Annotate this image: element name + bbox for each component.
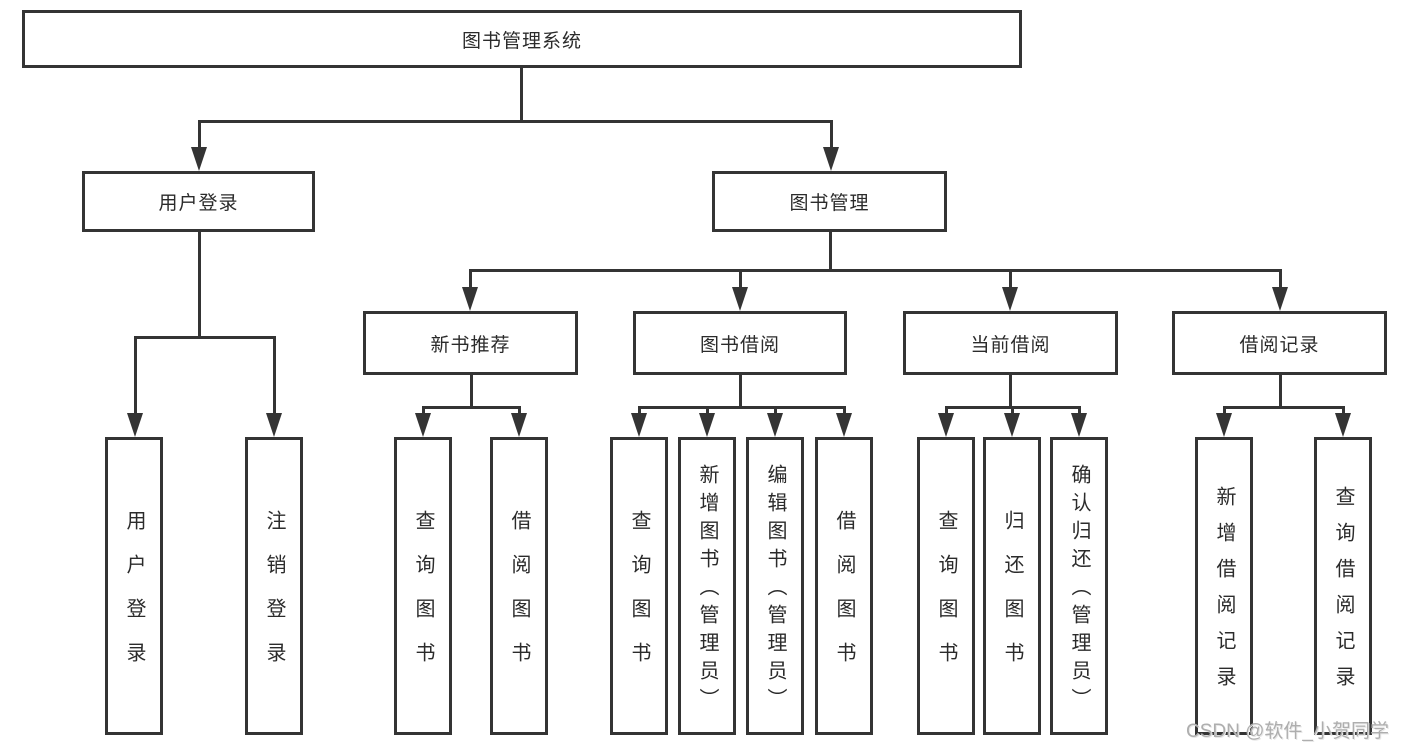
node-borrowing-records: 借阅记录 (1172, 311, 1387, 375)
leaf-label: 确认归还（管理员） (1068, 464, 1090, 716)
arrow-down-icon (191, 147, 207, 171)
connector-drop (944, 406, 948, 415)
connector-drop (272, 336, 276, 415)
leaf-add-borrow-record: 新增借阅记录 (1195, 437, 1253, 735)
leaf-label: 查询借阅记录 (1332, 486, 1354, 702)
connector-stem (519, 68, 523, 123)
arrow-down-icon (1071, 413, 1087, 437)
leaf-label: 查询图书 (628, 510, 650, 686)
connector-drop (705, 406, 709, 415)
connector-drop (773, 406, 777, 415)
connector-stem (1278, 375, 1282, 409)
leaf-user-login: 用户登录 (105, 437, 163, 735)
leaf-confirm-return-admin: 确认归还（管理员） (1050, 437, 1108, 735)
connector-drop (738, 269, 742, 289)
arrow-down-icon (732, 287, 748, 311)
csdn-watermark: CSDN @软件_小贺同学 (1186, 721, 1389, 742)
arrow-down-icon (699, 413, 715, 437)
connector-bar (421, 406, 521, 409)
leaf-label: 借阅图书 (833, 510, 855, 686)
node-book-borrowing: 图书借阅 (633, 311, 847, 375)
leaf-return-books: 归还图书 (983, 437, 1041, 735)
connector-stem (1008, 375, 1012, 409)
connector-drop (842, 406, 846, 415)
node-label: 图书管理 (789, 193, 870, 214)
arrow-down-icon (836, 413, 852, 437)
connector-drop (1278, 269, 1282, 289)
node-book-management: 图书管理 (712, 171, 947, 232)
connector-drop (1077, 406, 1081, 415)
connector-bar (468, 269, 1282, 272)
leaf-borrow-books-borrowing: 借阅图书 (815, 437, 873, 735)
leaf-add-book-admin: 新增图书（管理员） (678, 437, 736, 735)
arrow-down-icon (1216, 413, 1232, 437)
connector-bar (197, 120, 833, 123)
arrow-down-icon (1335, 413, 1351, 437)
node-library-management-system: 图书管理系统 (22, 10, 1022, 68)
arrow-down-icon (415, 413, 431, 437)
leaf-edit-book-admin: 编辑图书（管理员） (746, 437, 804, 735)
leaf-query-books-borrowing: 查询图书 (610, 437, 668, 735)
connector-stem (738, 375, 742, 409)
connector-drop (517, 406, 521, 415)
node-user-login: 用户登录 (82, 171, 315, 232)
arrow-down-icon (823, 147, 839, 171)
connector-drop (829, 120, 833, 149)
arrow-down-icon (266, 413, 282, 437)
leaf-borrow-books-recommend: 借阅图书 (490, 437, 548, 735)
arrow-down-icon (938, 413, 954, 437)
leaf-label: 新增图书（管理员） (696, 464, 718, 716)
leaf-label: 查询图书 (935, 510, 957, 686)
leaf-label: 用户登录 (123, 510, 145, 686)
connector-drop (1010, 406, 1014, 415)
arrow-down-icon (462, 287, 478, 311)
arrow-down-icon (767, 413, 783, 437)
node-label: 借阅记录 (1239, 334, 1320, 356)
connector-bar (133, 336, 276, 339)
leaf-query-books-current: 查询图书 (917, 437, 975, 735)
leaf-query-borrow-record: 查询借阅记录 (1314, 437, 1372, 735)
connector-drop (1222, 406, 1226, 415)
arrow-down-icon (631, 413, 647, 437)
connector-drop (1341, 406, 1345, 415)
connector-drop (197, 120, 201, 149)
node-label: 当前借阅 (970, 334, 1051, 356)
arrow-down-icon (1004, 413, 1020, 437)
node-label: 新书推荐 (430, 334, 511, 356)
leaf-label: 编辑图书（管理员） (764, 464, 786, 716)
leaf-label: 归还图书 (1001, 510, 1023, 686)
leaf-label: 注销登录 (263, 510, 285, 686)
connector-drop (1008, 269, 1012, 289)
connector-drop (637, 406, 641, 415)
connector-stem (197, 232, 201, 339)
connector-drop (468, 269, 472, 289)
connector-stem (828, 232, 832, 272)
node-current-borrowing: 当前借阅 (903, 311, 1118, 375)
node-label: 图书管理系统 (461, 30, 582, 52)
arrow-down-icon (1002, 287, 1018, 311)
node-new-book-recommend: 新书推荐 (363, 311, 578, 375)
leaf-label: 新增借阅记录 (1213, 486, 1235, 702)
arrow-down-icon (511, 413, 527, 437)
node-label: 图书借阅 (699, 334, 780, 356)
leaf-query-books-recommend: 查询图书 (394, 437, 452, 735)
leaf-label: 查询图书 (412, 510, 434, 686)
arrow-down-icon (127, 413, 143, 437)
connector-drop (421, 406, 425, 415)
connector-bar (637, 406, 846, 409)
arrow-down-icon (1272, 287, 1288, 311)
connector-stem (469, 375, 473, 409)
leaf-logout: 注销登录 (245, 437, 303, 735)
leaf-label: 借阅图书 (508, 510, 530, 686)
connector-drop (133, 336, 137, 415)
node-label: 用户登录 (158, 193, 239, 214)
connector-bar (1222, 406, 1345, 409)
